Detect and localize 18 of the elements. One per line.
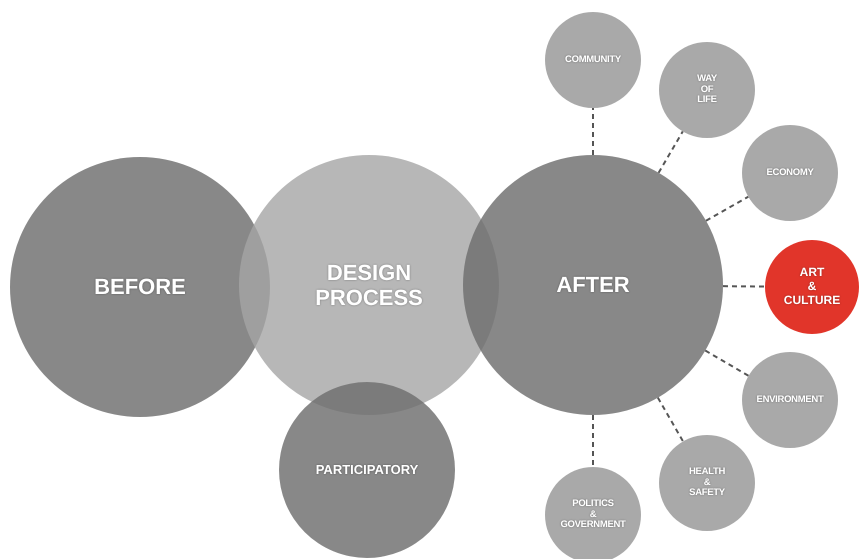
circle-label: DESIGN PROCESS [315, 260, 423, 310]
circle-label: AFTER [556, 272, 630, 298]
dashed-connector [658, 130, 684, 174]
circle-label: ECONOMY [766, 168, 814, 178]
dashed-connector [657, 397, 684, 442]
circle-label: WAY OF LIFE [697, 74, 717, 106]
circle-label: HEALTH & SAFETY [688, 466, 726, 500]
circle-label: ENVIRONMENT [756, 394, 824, 406]
dashed-connector [704, 350, 750, 377]
dashed-connector [706, 196, 749, 222]
circle-label: POLITICS & GOVERNMENT [560, 498, 626, 532]
circle-label: ART & CULTURE [784, 266, 840, 308]
circle-label: COMMUNITY [565, 54, 621, 66]
circle-label: PARTICIPATORY [316, 462, 418, 478]
dashed-connector [592, 415, 594, 467]
dashed-connector [722, 285, 765, 288]
circle-label: BEFORE [94, 274, 186, 300]
dashed-connector [592, 108, 594, 155]
